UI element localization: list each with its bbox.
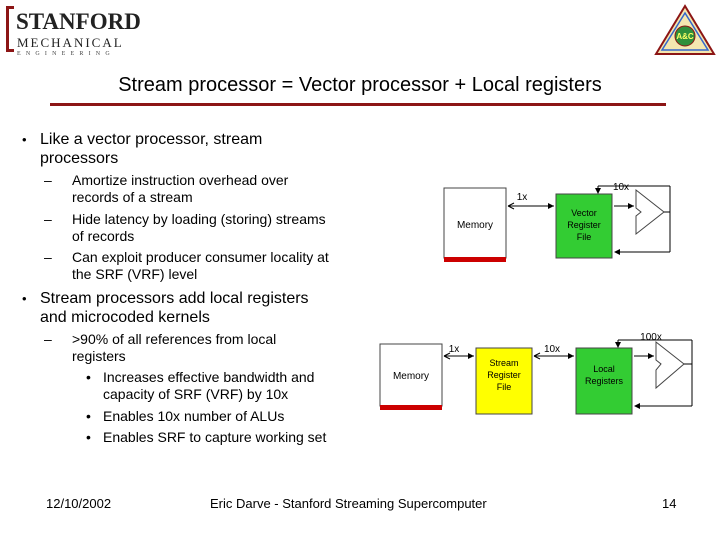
vector-register-file-box: [555, 193, 613, 259]
memory-bar: [380, 405, 442, 410]
page-number: 14: [662, 496, 677, 511]
bullet-marker: •: [86, 408, 91, 424]
bullet-2-line-1: Stream processors add local registers: [40, 290, 309, 307]
sub-bullet-1-3: Can exploit producer consumer locality a…: [72, 249, 329, 283]
dash-marker: –: [44, 331, 52, 347]
sub-sub-bullet-2: Enables 10x number of ALUs: [103, 408, 285, 424]
stream-register-file-box: [475, 347, 533, 415]
sub-sub-bullet-3: Enables SRF to capture working set: [103, 429, 327, 445]
bandwidth-alu-label: 10x: [613, 182, 629, 193]
bullet-1-line-2: processors: [40, 150, 119, 167]
sub-bullet-2-1-line-2: registers: [72, 348, 126, 364]
vrf-label-2: Register: [567, 220, 601, 230]
lrf-label-1: Local: [593, 364, 615, 374]
sub-bullet-1-1-line-1: Amortize instruction overhead over: [72, 172, 289, 188]
vrf-label-3: File: [577, 232, 592, 242]
srf-label-2: Register: [487, 370, 521, 380]
sub-bullet-1-1: Amortize instruction overhead over recor…: [72, 172, 288, 206]
stream-processor-diagram: Memory 1x Stream Register File 10x Local…: [379, 332, 693, 415]
srf-label-3: File: [497, 382, 512, 392]
bandwidth-memory-label: 1x: [517, 192, 528, 203]
bullet-marker: •: [86, 369, 91, 385]
sub-sub-bullet-1-line-1: Increases effective bandwidth and: [103, 369, 315, 385]
footer-date: 12/10/2002: [46, 496, 112, 511]
sub-bullet-2-1: >90% of all references from local regist…: [72, 331, 276, 365]
bullet-marker: •: [22, 132, 27, 147]
logo-bracket: [6, 6, 14, 52]
vector-processor-diagram: Memory 1x Vector Register File 10x: [443, 182, 671, 262]
bandwidth-srf-label: 10x: [544, 344, 560, 355]
lrf-label-2: Registers: [585, 376, 624, 386]
sub-bullet-1-3-line-2: the SRF (VRF) level: [72, 266, 198, 282]
slide-title: Stream processor = Vector processor + Lo…: [118, 74, 602, 96]
bullet-marker: •: [22, 291, 27, 306]
title-rule: [50, 103, 666, 106]
bullet-2: Stream processors add local registers an…: [40, 289, 309, 327]
emblem-label: A&C: [676, 32, 694, 41]
sub-bullet-2-1-line-1: >90% of all references from local: [72, 331, 277, 347]
bullet-2-line-2: and microcoded kernels: [40, 309, 210, 326]
vrf-label-1: Vector: [571, 208, 597, 218]
alu-shape: [635, 188, 665, 236]
footer-center: Eric Darve - Stanford Streaming Supercom…: [210, 496, 487, 511]
logo-line-3: ENGINEERING: [17, 51, 115, 57]
alu-shape: [655, 340, 685, 390]
logo-line-2: MECHANICAL: [17, 35, 124, 50]
sub-bullet-1-2: Hide latency by loading (storing) stream…: [72, 211, 326, 245]
stanford-logo: STANFORD MECHANICAL ENGINEERING: [6, 6, 141, 64]
sub-bullet-1-2-line-1: Hide latency by loading (storing) stream…: [72, 211, 326, 227]
sub-bullet-1-1-line-2: records of a stream: [72, 189, 193, 205]
memory-label: Memory: [457, 220, 493, 231]
dash-marker: –: [44, 172, 52, 188]
sub-sub-bullet-1: Increases effective bandwidth and capaci…: [103, 369, 314, 403]
bullet-1-line-1: Like a vector processor, stream: [40, 131, 263, 148]
sub-sub-bullet-1-line-2: capacity of SRF (VRF) by 10x: [103, 386, 289, 402]
logo-line-1: STANFORD: [16, 9, 141, 34]
bandwidth-memory-label: 1x: [449, 344, 460, 355]
bandwidth-alu-label: 100x: [640, 332, 662, 343]
bullet-1: Like a vector processor, stream processo…: [40, 130, 262, 168]
sub-bullet-1-3-line-1: Can exploit producer consumer locality a…: [72, 249, 329, 265]
emblem-logo: A&C: [654, 4, 716, 55]
memory-label: Memory: [393, 371, 429, 382]
sub-bullet-1-2-line-2: of records: [72, 228, 135, 244]
dash-marker: –: [44, 211, 52, 227]
srf-label-1: Stream: [489, 358, 518, 368]
local-registers-box: [575, 347, 633, 415]
bullet-marker: •: [86, 429, 91, 445]
memory-bar: [444, 257, 506, 262]
dash-marker: –: [44, 249, 52, 265]
